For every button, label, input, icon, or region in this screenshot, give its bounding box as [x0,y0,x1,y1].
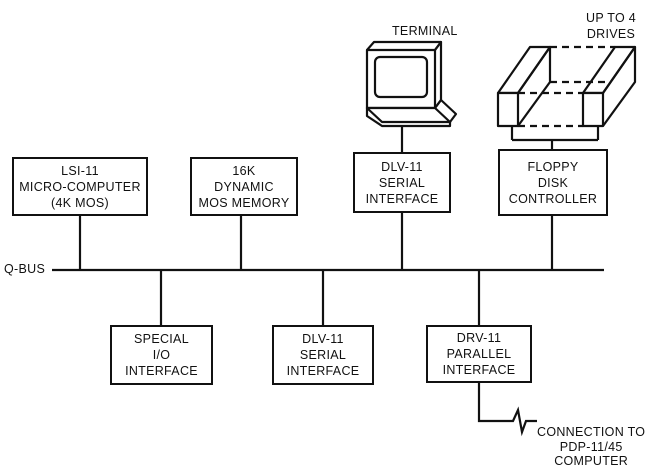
box-line: MOS MEMORY [198,195,290,210]
box-line: DYNAMIC [214,179,274,194]
box-line: PARALLEL [446,347,512,361]
box-line: DLV-11 [302,332,344,346]
box-line: LSI-11 [61,163,99,178]
special-io-interface-box: SPECIAL I/O INTERFACE [110,325,213,385]
drives-label: UP TO 4 DRIVES [586,10,636,42]
box-line: INTERFACE [125,364,198,378]
q-bus-label: Q-BUS [4,262,46,276]
box-line: INTERFACE [365,191,439,206]
floppy-disk-controller-box: FLOPPY DISK CONTROLLER [498,149,608,216]
box-line: (4K MOS) [51,195,109,210]
drives-label-line: DRIVES [586,27,636,41]
dlv11-serial-interface-bottom-box: DLV-11 SERIAL INTERFACE [272,325,374,385]
drives-label-line: UP TO 4 [586,11,637,25]
box-line: 16K [232,163,256,178]
connection-label-line: CONNECTION TO [537,425,646,439]
box-line: FLOPPY [527,159,579,174]
dynamic-mos-memory-box: 16K DYNAMIC MOS MEMORY [190,157,298,216]
connection-label: CONNECTION TO PDP-11/45 COMPUTER [537,425,645,469]
box-line: INTERFACE [442,363,516,377]
connection-label-line: PDP-11/45 [559,439,623,454]
box-line: SPECIAL [134,332,189,346]
box-line: MICRO-COMPUTER [19,179,141,194]
floppy-drives-icon [496,45,637,128]
terminal-icon [365,40,458,128]
box-line: CONTROLLER [508,191,598,206]
box-line: DISK [537,175,569,190]
box-line: I/O [152,348,171,362]
box-line: DRV-11 [456,331,502,345]
lsi11-microcomputer-box: LSI-11 MICRO-COMPUTER (4K MOS) [12,157,148,216]
box-line: DLV-11 [381,159,423,174]
connection-line [477,383,537,437]
box-line: INTERFACE [286,364,360,378]
drv11-parallel-interface-box: DRV-11 PARALLEL INTERFACE [426,325,532,383]
connection-label-line: COMPUTER [554,454,629,468]
terminal-label: TERMINAL [392,24,458,38]
dlv11-serial-interface-top-box: DLV-11 SERIAL INTERFACE [353,152,451,213]
box-line: SERIAL [378,175,426,190]
box-line: SERIAL [299,348,347,362]
